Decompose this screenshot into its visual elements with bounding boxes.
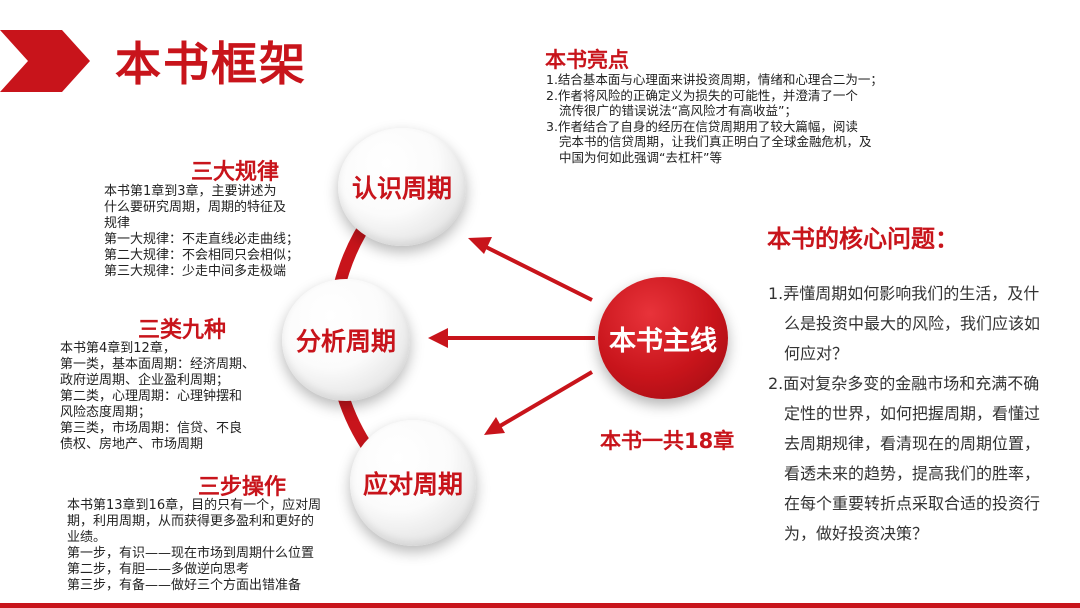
three-types-line: 债权、房地产、市场周期 [60, 437, 204, 452]
arrow-to-respond [484, 370, 594, 435]
recognize-cycle-label: 认识周期 [351, 174, 452, 203]
recognize-cycle-circle: 认识周期 [338, 128, 466, 246]
three-laws-text: 本书第1章到3章，主要讲述为 什么要研究周期，周期的特征及 规律 第一大规律：不… [104, 184, 299, 280]
three-steps-line: 第三步，有备——做好三个方面出错准备 [67, 578, 302, 593]
three-laws-line: 本书第1章到3章，主要讲述为 [104, 184, 277, 199]
three-types-title: 三类九种 [138, 318, 227, 343]
three-steps-line: 业绩。 [67, 530, 107, 545]
three-laws-title: 三大规律 [191, 160, 280, 185]
three-types-line: 政府逆周期、企业盈利周期； [60, 373, 230, 388]
highlights-line: 流传很广的错误说法“高风险才有高收益”； [559, 103, 797, 118]
arrow-to-recognize [468, 237, 593, 302]
highlights-title: 本书亮点 [545, 48, 629, 72]
analyze-cycle-label: 分析周期 [295, 327, 396, 356]
three-steps-line: 第一步，有识——现在市场到周期什么位置 [67, 546, 315, 561]
three-types-line: 本书第4章到12章， [60, 341, 176, 356]
arrow-to-analyze [428, 328, 595, 348]
three-steps-line: 本书第13章到16章，目的只有一个，应对周 [67, 498, 322, 513]
three-laws-line: 第三大规律：少走中间多走极端 [104, 264, 287, 279]
core-question-line: 看透未来的趋势，提高我们的胜率， [784, 464, 1041, 483]
core-question-line: 定性的世界，如何把握周期，看懂过 [784, 404, 1041, 423]
core-question-line: 为，做好投资决策？ [784, 524, 929, 543]
three-types-line: 风险态度周期； [60, 405, 152, 420]
core-question-line: 在每个重要转折点采取合适的投资行 [784, 494, 1041, 513]
highlights-line: 1.结合基本面与心理面来讲投资周期，情绪和心理合二为一； [546, 72, 883, 87]
page-title: 本书框架 [115, 37, 307, 91]
three-steps-line: 期，利用周期，从而获得更多盈利和更好的 [67, 514, 315, 529]
highlights-list: 1.结合基本面与心理面来讲投资周期，情绪和心理合二为一； 2.作者将风险的正确定… [546, 72, 883, 165]
three-types-text: 本书第4章到12章， 第一类，基本面周期：经济周期、 政府逆周期、企业盈利周期；… [60, 341, 255, 453]
three-laws-line: 什么要研究周期，周期的特征及 [104, 200, 287, 215]
core-questions-list: 1.弄懂周期如何影响我们的生活，及什 么是投资中最大的风险，我们应该如 何应对？… [768, 279, 1040, 549]
analyze-cycle-circle: 分析周期 [282, 279, 410, 401]
core-questions-title: 本书的核心问题： [767, 225, 959, 253]
three-types-line: 第一类，基本面周期：经济周期、 [60, 357, 256, 372]
three-laws-line: 第一大规律：不走直线必走曲线； [104, 232, 300, 247]
highlights-line: 中国为何如此强调“去杠杆”等 [559, 149, 722, 165]
title-arrow-banner [0, 30, 90, 92]
respond-cycle-label: 应对周期 [362, 470, 463, 499]
three-steps-line: 第二步，有胆——多做逆向思考 [67, 562, 250, 577]
main-line-label: 本书主线 [609, 325, 717, 357]
three-steps-title: 三步操作 [198, 475, 287, 500]
main-line-circle: 本书主线 [598, 277, 728, 399]
highlights-line: 2.作者将风险的正确定义为损失的可能性，并澄清了一个 [546, 87, 858, 103]
total-chapters: 本书一共18章 [600, 429, 735, 453]
three-types-line: 第二类，心理周期：心理钟摆和 [60, 389, 243, 404]
core-question-line: 么是投资中最大的风险，我们应该如 [784, 314, 1041, 333]
highlights-line: 3.作者结合了自身的经历在信贷周期用了较大篇幅，阅读 [546, 118, 858, 134]
core-question-line: 去周期规律，看清现在的周期位置， [784, 434, 1041, 453]
three-steps-text: 本书第13章到16章，目的只有一个，应对周 期，利用周期，从而获得更多盈利和更好… [67, 498, 321, 594]
three-laws-line: 第二大规律：不会相同只会相似； [104, 248, 300, 263]
highlights-line: 完本书的信贷周期，让我们真正明白了全球金融危机，及 [559, 134, 872, 149]
respond-cycle-circle: 应对周期 [350, 420, 476, 546]
bottom-divider [0, 603, 1080, 608]
core-question-line: 1.弄懂周期如何影响我们的生活，及什 [768, 284, 1040, 303]
core-question-line: 2.面对复杂多变的金融市场和充满不确 [768, 374, 1040, 393]
three-types-line: 第三类，市场周期：信贷、不良 [60, 421, 243, 436]
three-laws-line: 规律 [104, 216, 131, 231]
core-question-line: 何应对？ [784, 344, 849, 363]
